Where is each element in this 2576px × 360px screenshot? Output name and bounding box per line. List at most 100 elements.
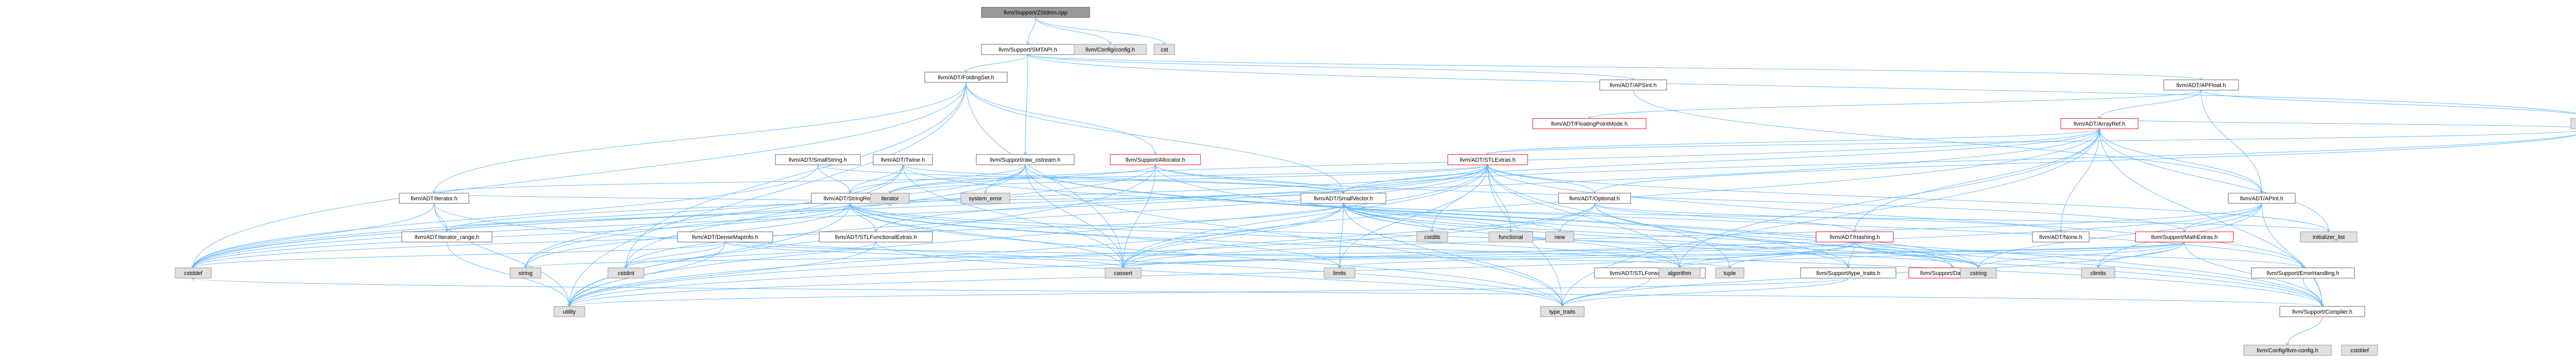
- dependency-edge: [434, 203, 1563, 307]
- dependency-edge: [434, 164, 1488, 194]
- dependency-edge: [569, 82, 967, 307]
- node-apsint[interactable]: llvm/ADT/APSInt.h: [1599, 79, 1667, 91]
- node-box: [1545, 231, 1574, 243]
- node-cstddef: cstddef: [175, 267, 212, 279]
- dependency-edge: [1432, 164, 1488, 232]
- node-label: cst: [1161, 47, 1168, 53]
- node-label: cstdint: [618, 270, 634, 277]
- dependency-edge: [1854, 242, 1953, 268]
- dependency-edge: [1487, 164, 2303, 268]
- node-stringref[interactable]: llvm/ADT/StringRef.h: [811, 193, 889, 204]
- node-typetraits[interactable]: llvm/Support/type_traits.h: [1800, 267, 1896, 279]
- node-foldingset[interactable]: llvm/ADT/FoldingSet.h: [924, 72, 1008, 83]
- dependency-edge: [1343, 134, 2576, 194]
- node-box: [1715, 267, 1744, 279]
- node-rawostream[interactable]: llvm/Support/raw_ostream.h: [976, 154, 1075, 165]
- node-box: [2228, 193, 2296, 204]
- node-box: [2060, 118, 2139, 129]
- node-arrayref[interactable]: llvm/ADT/ArrayRef.h: [2060, 118, 2139, 129]
- node-mathextras[interactable]: llvm/Support/MathExtras.h: [2135, 231, 2234, 243]
- node-box: [2341, 345, 2378, 356]
- dependency-edge: [965, 82, 1156, 155]
- node-root[interactable]: llvm/Support/ZStdmn.cpp: [981, 7, 1090, 18]
- node-compiler[interactable]: llvm/Support/Compiler.h: [2279, 306, 2365, 317]
- node-box: [399, 193, 469, 204]
- node-box: [1110, 154, 1201, 165]
- node-label: llvm/Support/raw_ostream.h: [990, 157, 1061, 163]
- dependency-edge: [1730, 242, 1855, 268]
- node-label: llvm/ADT/STLFunctionalExtras.h: [835, 234, 917, 241]
- node-smallstring[interactable]: llvm/ADT/SmallString.h: [775, 154, 861, 165]
- dependency-edge: [1123, 164, 1488, 268]
- node-hashing[interactable]: llvm/ADT/Hashing.h: [1816, 231, 1894, 243]
- node-box: [677, 231, 773, 243]
- node-iterrange[interactable]: llvm/ADT/iterator_range.h: [401, 231, 493, 243]
- node-new: new: [1545, 231, 1574, 243]
- node-errorhandling[interactable]: llvm/Support/ErrorHandling.h: [2251, 267, 2355, 279]
- node-label: llvm/ADT/Hashing.h: [1829, 234, 1879, 241]
- node-label: llvm/Support/Compiler.h: [2292, 309, 2352, 315]
- node-box: [976, 154, 1075, 165]
- node-label: llvm/Support/type_traits.h: [1816, 270, 1880, 277]
- dependency-edge: [625, 242, 725, 268]
- dependency-edge: [903, 164, 1344, 194]
- dependency-edge: [1589, 90, 2201, 119]
- node-label: llvm/Support/ErrorHandling.h: [2266, 270, 2339, 277]
- node-smtapi[interactable]: llvm/Support/SMTAPI.h: [981, 44, 1075, 55]
- dependency-edge: [193, 242, 725, 268]
- dependency-edge: [2099, 90, 2201, 119]
- node-systemerror: system_error: [960, 193, 1010, 204]
- node-stlfunc[interactable]: llvm/ADT/STLFunctionalExtras.h: [819, 231, 933, 243]
- node-label: cstddef: [184, 270, 202, 277]
- dependency-edge: [1123, 203, 1344, 268]
- dependency-edge: [193, 82, 967, 268]
- dependency-edge: [569, 242, 876, 307]
- node-allocator[interactable]: llvm/Support/Allocator.h: [1110, 154, 1201, 165]
- node-label: llvm/ADT/APInt.h: [2240, 196, 2283, 202]
- dependency-edge: [1487, 164, 2329, 232]
- node-tuple: tuple: [1715, 267, 1744, 279]
- edge-arrowhead: [964, 69, 968, 73]
- node-iterator[interactable]: llvm/ADT/iterator.h: [399, 193, 469, 204]
- dependency-edge: [434, 82, 967, 194]
- node-iterator_s: iterator: [870, 193, 910, 204]
- node-label: cstddef: [2350, 348, 2369, 354]
- node-label: tuple: [1724, 270, 1736, 277]
- dependency-edge: [850, 203, 1340, 268]
- node-apint[interactable]: llvm/ADT/APInt.h: [2228, 193, 2296, 204]
- node-fpmode[interactable]: llvm/ADT/FloatingPointMode.h: [1532, 118, 1647, 129]
- dependency-edge: [890, 164, 1156, 194]
- node-smallvector[interactable]: llvm/ADT/SmallVector.h: [1300, 193, 1386, 204]
- dependency-edge: [1487, 164, 1511, 232]
- node-optional[interactable]: llvm/ADT/Optional.h: [1558, 193, 1631, 204]
- node-box: [775, 154, 861, 165]
- node-box: [1960, 267, 1997, 279]
- dependency-edge: [1343, 203, 1849, 268]
- dependency-edge: [525, 164, 1026, 268]
- dependency-edge: [2184, 203, 2262, 232]
- node-functional: functional: [1488, 231, 1533, 243]
- dependency-edge: [890, 164, 1488, 194]
- node-label: type_traits: [1549, 309, 1575, 315]
- node-none[interactable]: llvm/ADT/None.h: [2032, 231, 2090, 243]
- node-stlextras[interactable]: llvm/ADT/STLExtras.h: [1447, 154, 1528, 165]
- dependency-edge: [1487, 131, 2576, 155]
- node-twine[interactable]: llvm/ADT/Twine.h: [873, 154, 933, 165]
- node-llvmconfig: llvm/Config/llvm-config.h: [2243, 345, 2332, 356]
- dependency-edge: [1025, 164, 1979, 268]
- node-box: [1816, 231, 1894, 243]
- node-label: llvm/ADT/StringRef.h: [824, 196, 877, 202]
- node-box: [1800, 267, 1896, 279]
- node-box: [819, 231, 933, 243]
- node-label: llvm/Support/ZStdmn.cpp: [1004, 10, 1067, 16]
- node-box: [1074, 44, 1147, 55]
- dependency-edge: [850, 203, 2323, 307]
- node-label: llvm/ADT/FoldingSet.h: [938, 75, 994, 81]
- dependency-edge: [193, 164, 818, 268]
- node-label: climits: [2090, 270, 2106, 277]
- node-box: [1540, 306, 1585, 317]
- node-densemapinfo[interactable]: llvm/ADT/DenseMapInfo.h: [677, 231, 773, 243]
- dependency-edge: [1562, 278, 1849, 307]
- node-apfloat[interactable]: llvm/ADT/APFloat.h: [2163, 79, 2239, 91]
- node-box: [607, 267, 645, 279]
